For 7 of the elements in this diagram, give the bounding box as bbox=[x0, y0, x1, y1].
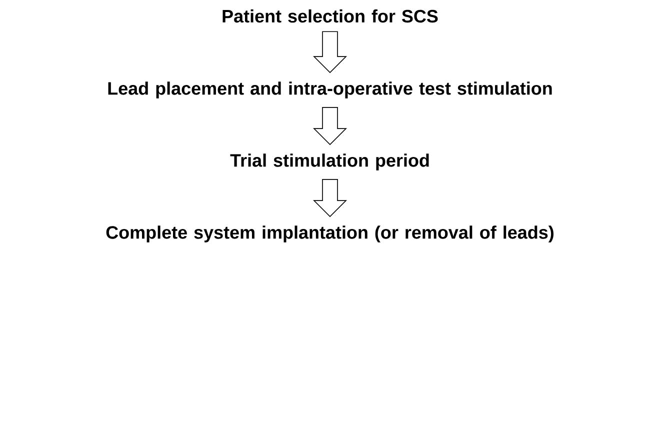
step-text: Trial stimulation period bbox=[230, 154, 429, 170]
step-text: Complete system implantation (or removal of leads) bbox=[106, 226, 554, 242]
block-arrow bbox=[313, 31, 347, 74]
step-text: Patient selection for SCS bbox=[222, 9, 438, 23]
block-arrow bbox=[313, 107, 347, 146]
block-arrow bbox=[313, 179, 347, 218]
step-text: Lead placement and intra-operative test stimulation bbox=[108, 82, 552, 98]
